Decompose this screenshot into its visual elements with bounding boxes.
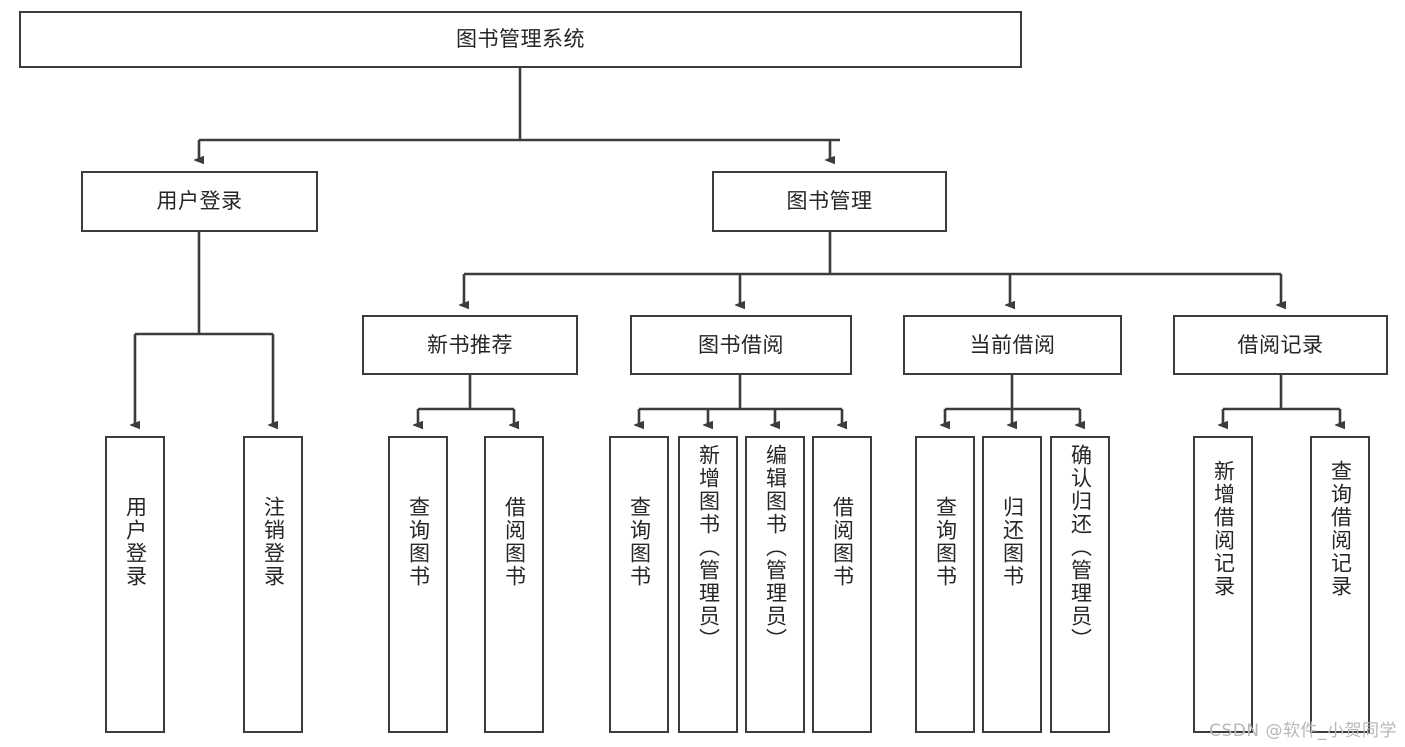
- node-book-borrow[interactable]: 图书借阅: [630, 315, 852, 375]
- node-leaf-query-book-3[interactable]: 查询图书: [915, 436, 975, 733]
- node-new-book-recommend[interactable]: 新书推荐: [362, 315, 578, 375]
- node-leaf-borrow-book-1[interactable]: 借阅图书: [484, 436, 544, 733]
- node-leaf-borrow-book-2[interactable]: 借阅图书: [812, 436, 872, 733]
- node-new-book-recommend-label: 新书推荐: [427, 332, 513, 357]
- node-borrow-record-label: 借阅记录: [1237, 332, 1324, 357]
- node-borrow-record[interactable]: 借阅记录: [1173, 315, 1388, 375]
- node-leaf-return-book[interactable]: 归还图书: [982, 436, 1042, 733]
- node-leaf-confirm-return-label: 确认归还（管理员）: [1068, 444, 1093, 651]
- node-leaf-edit-book-label: 编辑图书（管理员）: [763, 444, 788, 651]
- node-leaf-add-record-label: 新增借阅记录: [1211, 460, 1236, 598]
- csdn-watermark: CSDN @软件_小贺同学: [1209, 721, 1397, 741]
- node-leaf-query-book-2[interactable]: 查询图书: [609, 436, 669, 733]
- node-leaf-query-book-1-label: 查询图书: [406, 496, 431, 588]
- node-leaf-add-book[interactable]: 新增图书（管理员）: [678, 436, 738, 733]
- node-root[interactable]: 图书管理系统: [19, 11, 1022, 68]
- node-leaf-edit-book[interactable]: 编辑图书（管理员）: [745, 436, 805, 733]
- node-leaf-user-login[interactable]: 用户登录: [105, 436, 165, 733]
- node-leaf-borrow-book-2-label: 借阅图书: [830, 496, 855, 588]
- node-leaf-return-book-label: 归还图书: [1000, 496, 1025, 588]
- node-root-label: 图书管理系统: [456, 27, 585, 52]
- node-leaf-query-record[interactable]: 查询借阅记录: [1310, 436, 1370, 733]
- node-leaf-query-book-3-label: 查询图书: [933, 496, 958, 588]
- node-current-borrow-label: 当前借阅: [969, 332, 1056, 357]
- node-leaf-add-record[interactable]: 新增借阅记录: [1193, 436, 1253, 733]
- node-leaf-confirm-return[interactable]: 确认归还（管理员）: [1050, 436, 1110, 733]
- node-leaf-query-record-label: 查询借阅记录: [1328, 460, 1353, 598]
- node-book-manage-label: 图书管理: [786, 189, 873, 214]
- node-leaf-logout-label: 注销登录: [261, 496, 286, 588]
- node-leaf-add-book-label: 新增图书（管理员）: [696, 444, 721, 651]
- node-leaf-user-login-label: 用户登录: [123, 496, 148, 588]
- node-leaf-logout[interactable]: 注销登录: [243, 436, 303, 733]
- node-current-borrow[interactable]: 当前借阅: [903, 315, 1122, 375]
- node-leaf-query-book-2-label: 查询图书: [627, 496, 652, 588]
- node-user-login-label: 用户登录: [156, 189, 243, 214]
- node-leaf-query-book-1[interactable]: 查询图书: [388, 436, 448, 733]
- node-book-borrow-label: 图书借阅: [698, 332, 784, 357]
- node-user-login[interactable]: 用户登录: [81, 171, 318, 232]
- node-book-manage[interactable]: 图书管理: [712, 171, 947, 232]
- node-leaf-borrow-book-1-label: 借阅图书: [502, 496, 527, 588]
